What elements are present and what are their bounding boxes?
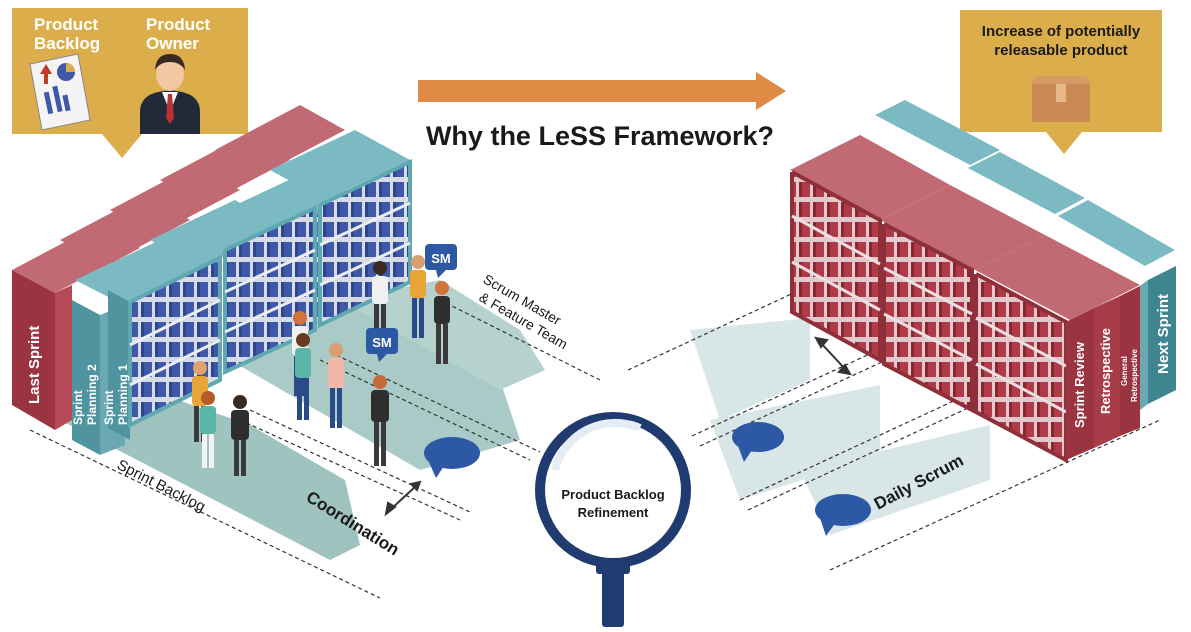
- sprint-planning-1-label-line2: Planning 1: [116, 364, 130, 425]
- speech-bubble-icon: [732, 422, 784, 462]
- person-icon: [328, 343, 344, 428]
- person-icon: [295, 333, 311, 420]
- person-icon: [410, 255, 426, 338]
- magnifier-label-line2: Refinement: [578, 505, 649, 520]
- callout-increase-line1: Increase of potentially: [982, 23, 1141, 40]
- magnifying-glass-icon: [535, 412, 691, 627]
- retrospective-label: Retrospective: [1098, 328, 1113, 414]
- sprint-planning-2-label-line1: Sprint: [71, 390, 85, 425]
- person-icon: [434, 281, 450, 364]
- person-icon: [371, 375, 389, 466]
- releasable-product-callout: Increase of potentially releasable produ…: [960, 10, 1162, 154]
- callout-backlog-line1: Product: [34, 15, 99, 34]
- sm-badge-bottom: SM: [366, 328, 398, 362]
- sprint-review-label: Sprint Review: [1072, 341, 1087, 428]
- sprint-planning-1-label-line1: Sprint: [102, 390, 116, 425]
- next-sprint-label: Next Sprint: [1155, 294, 1172, 374]
- report-document-icon: [29, 53, 91, 131]
- person-icon: [200, 391, 216, 468]
- callout-owner-line1: Product: [146, 15, 211, 34]
- product-backlog-owner-callout: Product Backlog Product Owner: [12, 8, 248, 158]
- sm-badge-bottom-label: SM: [372, 335, 392, 350]
- team-people-group: [192, 255, 450, 476]
- sprint-planning-2-label-line2: Planning 2: [85, 364, 99, 425]
- left-dashed-lines: [29, 299, 601, 599]
- sm-badge-top: SM: [425, 244, 457, 278]
- sm-badge-top-label: SM: [431, 251, 451, 266]
- coordination-arrow: [384, 480, 422, 517]
- product-box-icon: [1030, 76, 1092, 122]
- speech-bubble-icon: [424, 437, 480, 478]
- general-retrospective-label-line1: General: [1120, 356, 1129, 386]
- product-owner-person-icon: [140, 54, 200, 134]
- magnifier-label-line1: Product Backlog: [561, 487, 664, 502]
- callout-increase-line2: releasable product: [994, 42, 1127, 59]
- callout-owner-line2: Owner: [146, 34, 199, 53]
- diagram-title: Why the LeSS Framework?: [426, 121, 774, 151]
- callout-backlog-line2: Backlog: [34, 34, 100, 53]
- progress-arrow: [418, 72, 786, 110]
- general-retrospective-label-line2: Retrospective: [1130, 349, 1139, 402]
- daily-sync-arrow: [814, 336, 852, 376]
- person-icon: [372, 261, 388, 342]
- speech-bubble-icon: [815, 494, 871, 536]
- right-shelves: [790, 100, 1176, 464]
- last-sprint-label: Last Sprint: [26, 326, 43, 404]
- person-icon: [231, 395, 249, 476]
